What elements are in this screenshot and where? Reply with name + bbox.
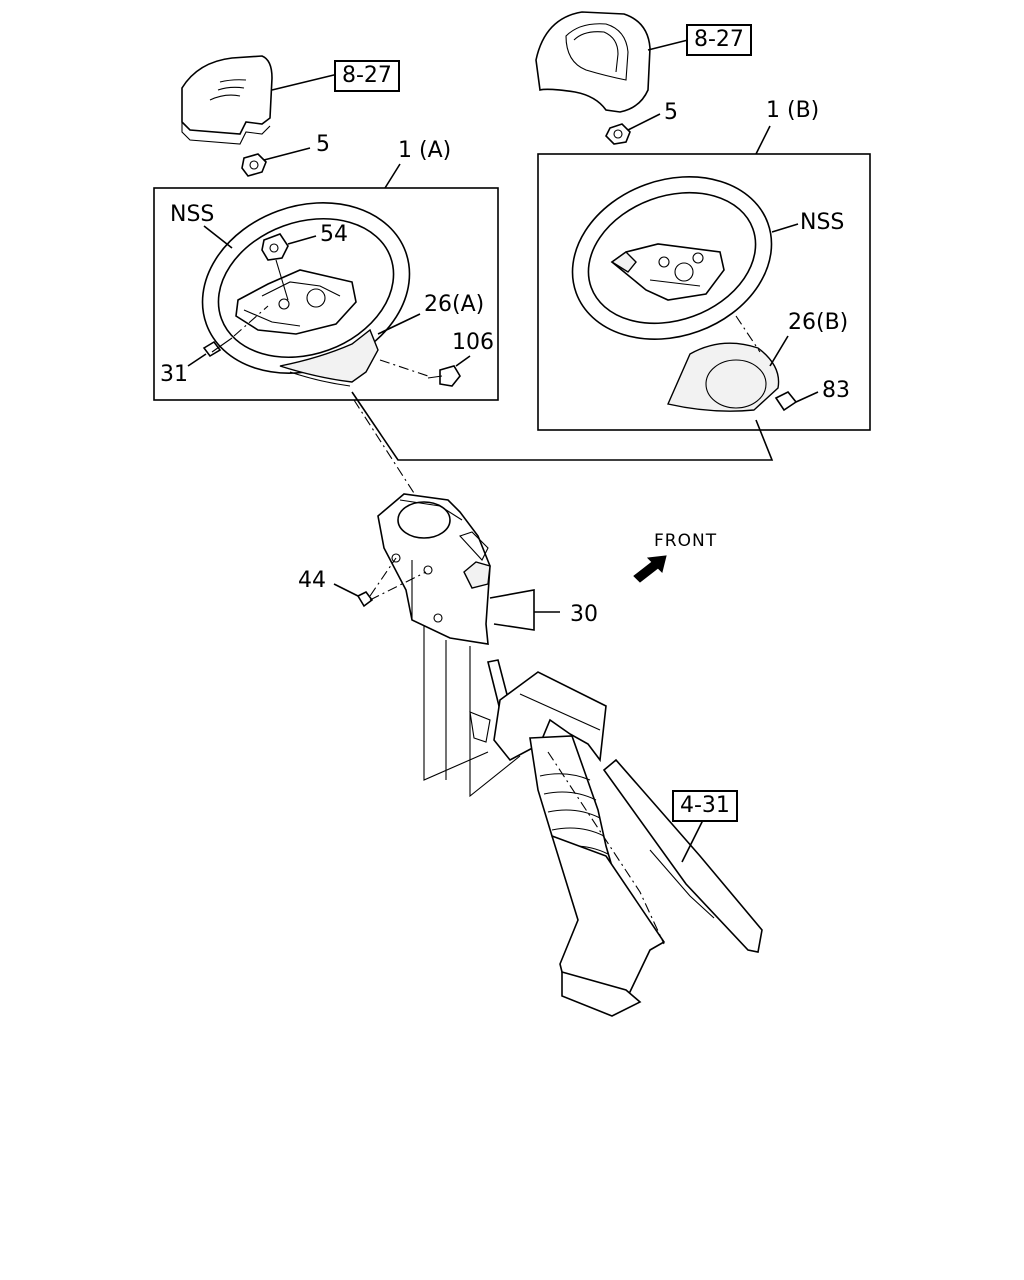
wheel-b-box	[537, 153, 871, 431]
nut-b-drawing	[605, 113, 661, 145]
steering-wheel-b-drawing	[571, 176, 799, 412]
callout-screw-44: 44	[298, 568, 326, 593]
screw-83-drawing	[774, 390, 819, 412]
front-label: FRONT	[654, 531, 718, 551]
callout-column-cover: 30	[570, 602, 598, 627]
callout-nut-a: 5	[316, 132, 330, 157]
column-cover-drawing	[377, 493, 560, 645]
callout-clip-54: 54	[320, 222, 348, 247]
wheel-a-box	[153, 187, 499, 401]
callout-wheel-b: 1 (B)	[766, 98, 820, 123]
screw-106-drawing	[379, 355, 471, 387]
screw-44-drawing	[333, 557, 427, 608]
callout-screw-106: 106	[452, 330, 494, 355]
callout-screw-83: 83	[822, 378, 850, 403]
ref-box-horn-pad-a[interactable]: 8-27	[334, 60, 400, 92]
callout-nss-b: NSS	[800, 210, 845, 235]
ref-box-horn-pad-b[interactable]: 8-27	[686, 24, 752, 56]
callout-nss-a: NSS	[170, 202, 215, 227]
callout-wheel-a: 1 (A)	[398, 138, 452, 163]
steering-wheel-a-drawing	[201, 202, 421, 387]
horn-pad-a-drawing	[181, 55, 339, 145]
callout-cover-b: 26(B)	[788, 310, 849, 335]
horn-pad-b-drawing	[535, 11, 689, 113]
nut-a-drawing	[241, 147, 311, 177]
ref-box-column[interactable]: 4-31	[672, 790, 738, 822]
callout-cover-a: 26(A)	[424, 292, 485, 317]
steering-column-drawing	[469, 659, 763, 1017]
screw-31-drawing	[187, 305, 269, 367]
front-arrow	[633, 555, 667, 583]
callout-screw-31: 31	[160, 362, 188, 387]
callout-nut-b: 5	[664, 100, 678, 125]
